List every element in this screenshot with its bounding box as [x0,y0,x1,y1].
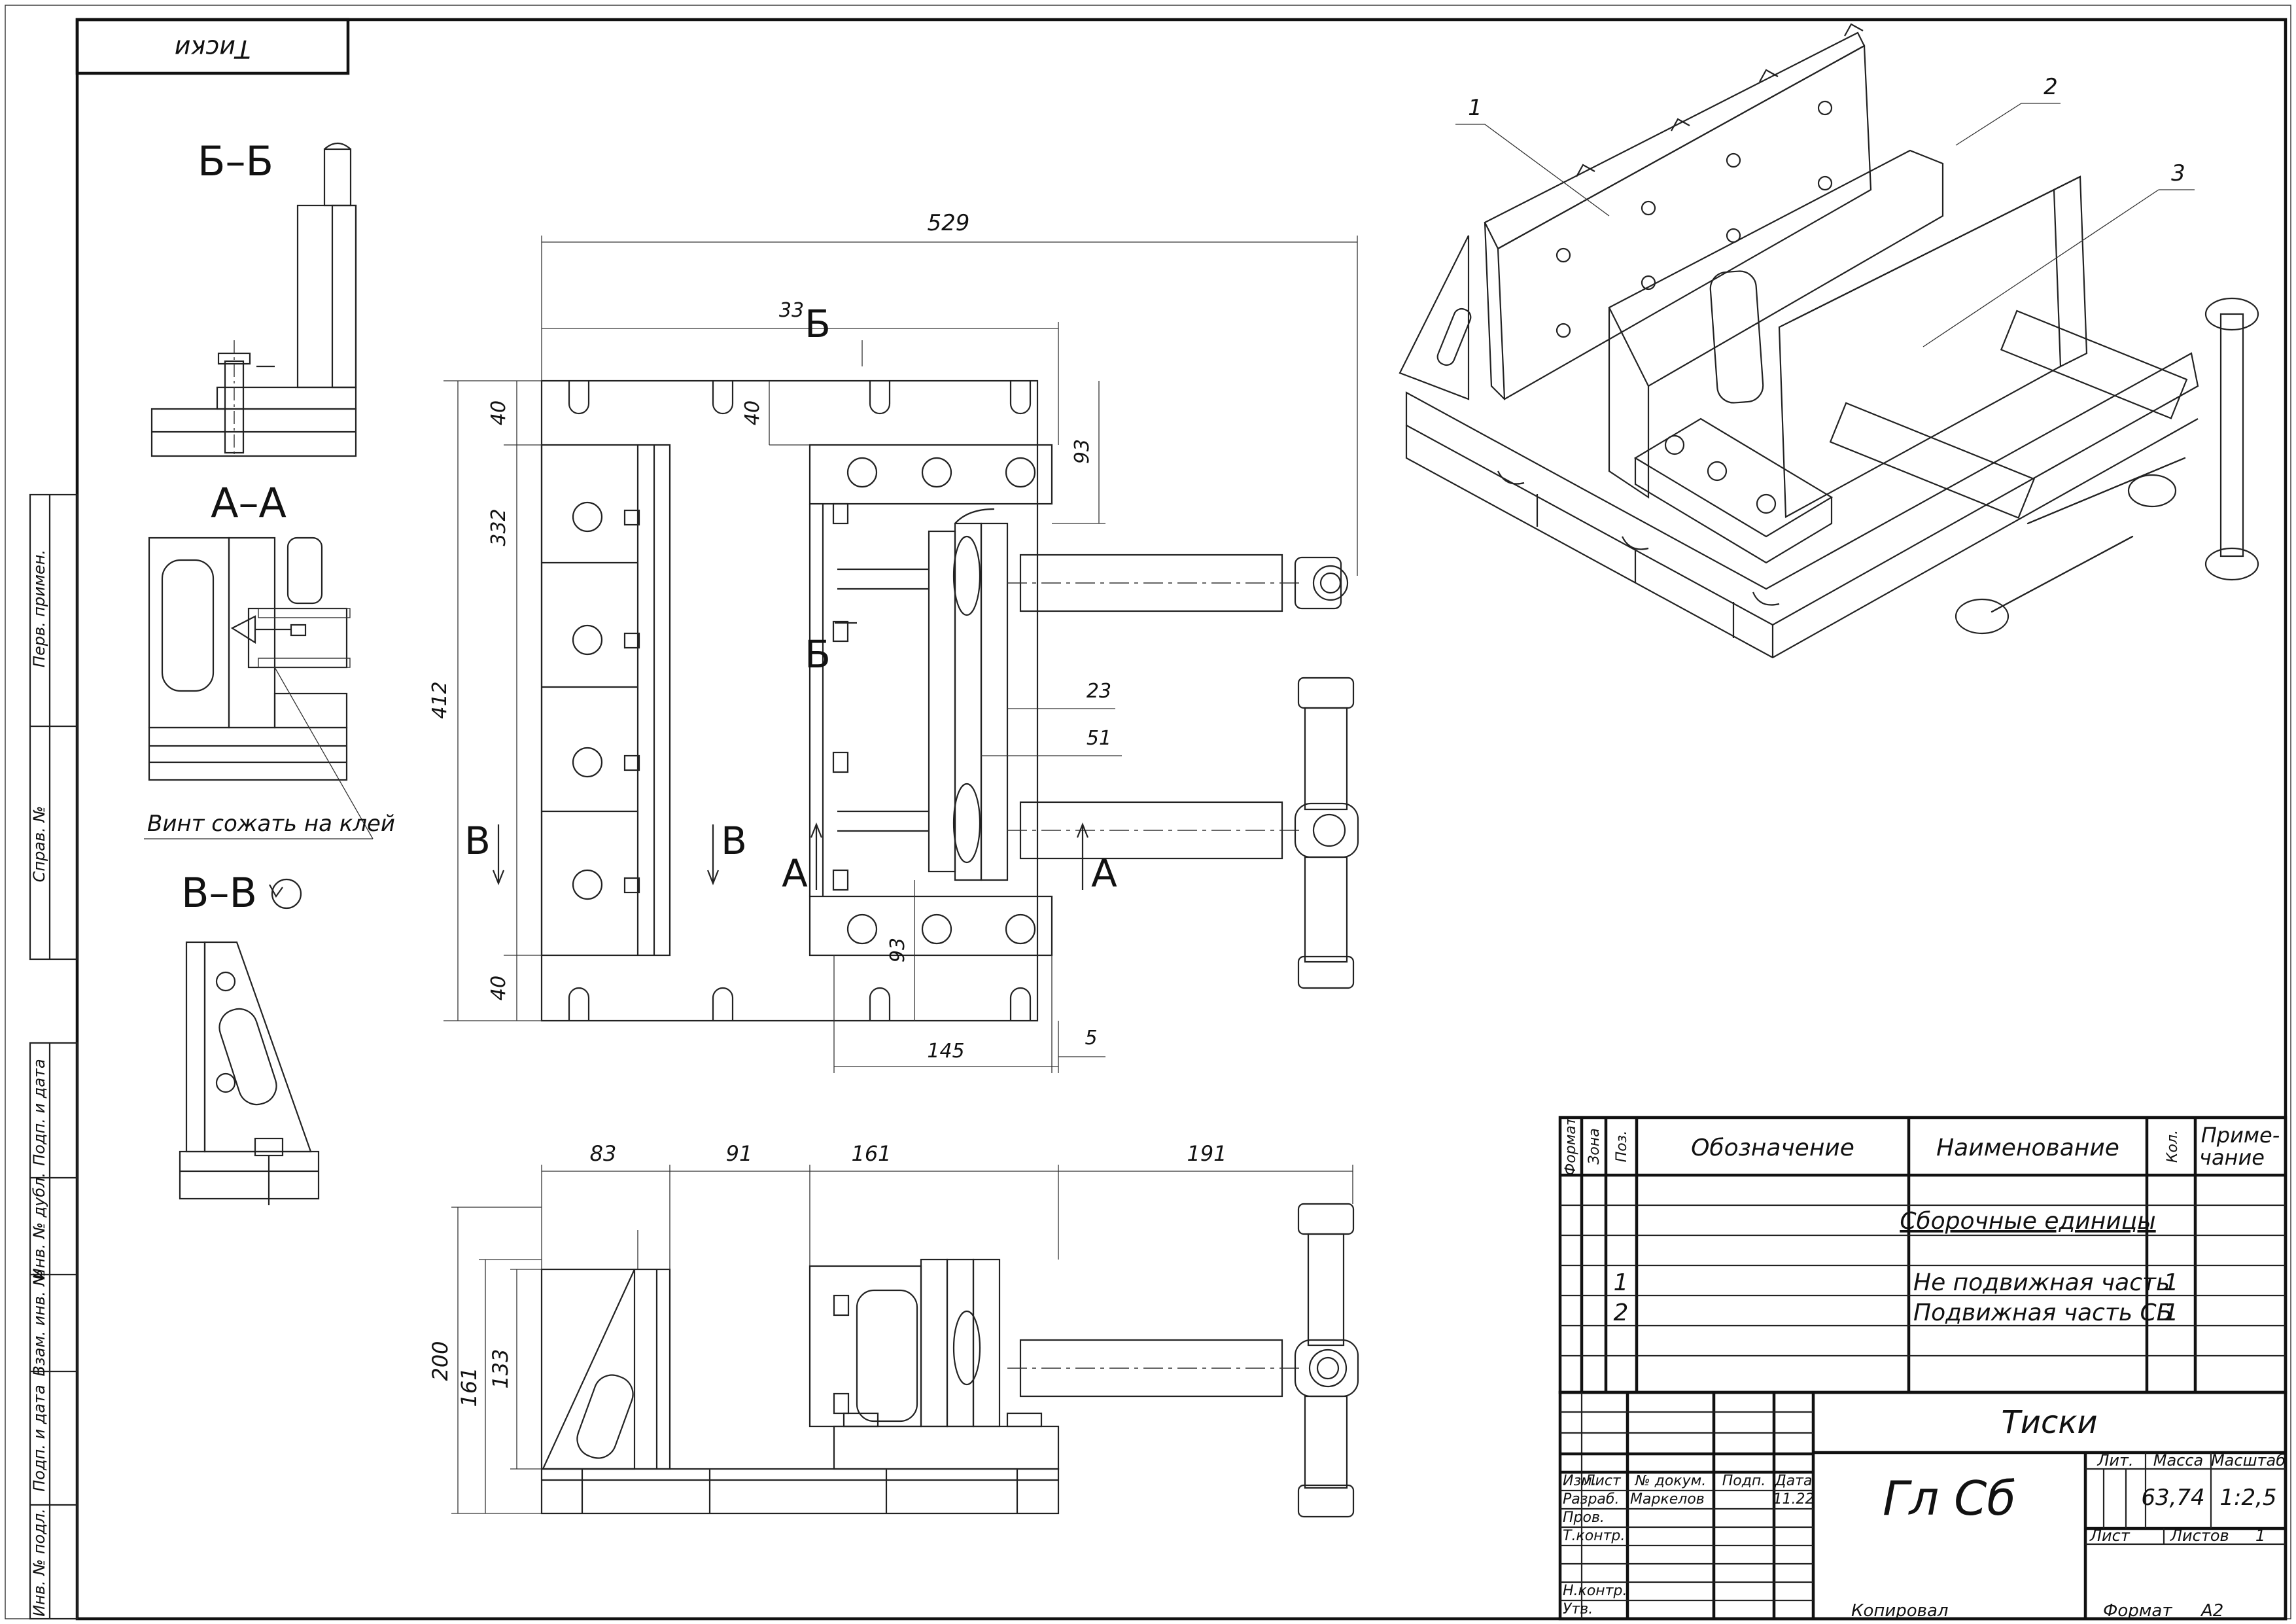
spec-row-2-qty: 1 [2164,1299,2179,1326]
spec-row-1-qty: 1 [2164,1269,2179,1296]
spec-header-format: Формат [1563,1116,1579,1175]
role-developer: Разраб. [1563,1491,1619,1508]
spec-row-2-name: Подвижная часть СБ [1913,1299,2172,1326]
spec-header-pos: Поз. [1614,1131,1630,1163]
position-3-label: 3 [2171,160,2185,186]
dim-40-top-left: 40 [487,400,510,425]
title-col-izm: Изм. [1563,1473,1597,1489]
marker-b-side: Б [805,632,831,677]
side-strip-label-6: Подп. и дата [30,1385,48,1492]
side-strip-label-1: Перв. примен. [30,550,48,667]
isometric-view [1399,23,2259,659]
dim-91: 91 [726,1141,753,1166]
side-strip-label-3: Подп. и дата [30,1059,48,1166]
section-vv-view [179,941,320,1205]
spec-header-qty: Кол. [2165,1130,2181,1163]
position-1-label: 1 [1468,95,1482,121]
spec-header-zone: Зона [1586,1128,1603,1164]
dim-93-top: 93 [1071,439,1094,464]
role-approver: Утв. [1563,1601,1593,1617]
spec-header-note-2: чание [2199,1145,2265,1170]
dim-33: 33 [779,299,804,322]
dim-5: 5 [1085,1027,1097,1050]
document-code: Гл Сб [1883,1471,2016,1526]
section-aa-title: А–А [211,479,287,527]
spec-row-1-name: Не подвижная часть [1913,1269,2170,1296]
sheets-label: Листов [2170,1527,2229,1545]
dim-40-top-mid: 40 [741,400,764,425]
spec-header-designation: Обозначение [1691,1135,1854,1161]
assembly-note: Винт сожать на клей [147,811,395,837]
dim-51: 51 [1087,727,1111,750]
title-col-sign: Подп. [1722,1473,1766,1489]
title-col-list: Лист [1584,1473,1622,1489]
section-vv-title: В–В [181,869,257,917]
dim-161-h: 161 [851,1141,891,1166]
section-aa-view [148,537,351,781]
developer-date: 11.22 [1773,1491,1815,1508]
marker-a-left: А [782,851,808,896]
dim-332: 332 [487,508,510,546]
mass-value: 63,74 [2141,1485,2204,1511]
note-leader [274,667,374,839]
role-checker: Пров. [1563,1509,1605,1526]
sheets-value: 1 [2255,1527,2265,1545]
section-bb-view [150,142,357,458]
side-strip-label-4: Инв. № дубл. [30,1173,48,1280]
dim-83: 83 [590,1141,617,1166]
plan-view [540,380,1359,1022]
title-col-doc: № докум. [1635,1473,1706,1489]
dim-23: 23 [1087,680,1111,703]
product-name: Тиски [2001,1404,2097,1441]
front-dimensions [451,1165,1353,1514]
spec-row-2-pos: 2 [1614,1299,1629,1326]
sheet-label: Лист [2089,1527,2131,1545]
side-strip-label-7: Инв. № подл. [30,1508,48,1617]
spec-row-1-pos: 1 [1614,1269,1629,1296]
footer-format-label: Формат [2103,1601,2172,1621]
footer-format-value: А2 [2200,1601,2223,1621]
mass-label: Масса [2153,1451,2204,1470]
dim-145: 145 [927,1040,964,1063]
marker-v-left: В [464,819,491,863]
footer-copied: Копировал [1851,1601,1949,1621]
dim-529: 529 [928,210,970,236]
position-2-label: 2 [2044,74,2058,100]
side-strip-label-2: Справ. № [30,806,48,883]
dim-133: 133 [488,1349,513,1388]
marker-a-right: А [1091,851,1117,896]
title-block [1558,1390,2287,1621]
corner-stamp: Тиски [175,35,251,63]
marker-b-top: Б [805,302,831,346]
section-bb-title: Б–Б [198,137,273,185]
role-tech-control: Т.контр. [1563,1528,1625,1544]
dim-40-bottom: 40 [487,976,510,1000]
plan-dimensions [444,236,1358,1073]
dim-191: 191 [1187,1141,1226,1166]
title-col-date: Дата [1775,1473,1813,1489]
dim-161-v: 161 [457,1367,481,1407]
lit-label: Лит. [2096,1451,2133,1470]
dim-93-bottom: 93 [886,938,909,962]
section-cut-markers [492,622,1089,890]
spec-section-title: Сборочные единицы [1900,1208,2155,1235]
position-leaders [1455,103,2195,347]
scale-label: Масштаб [2211,1451,2286,1470]
spec-header-name: Наименование [1936,1135,2119,1161]
developer-name: Маркелов [1630,1491,1705,1508]
side-strip [29,493,78,1620]
scale-value: 1:2,5 [2219,1485,2276,1511]
role-norm-control: Н.контр. [1563,1583,1627,1599]
dim-200: 200 [428,1341,453,1381]
spec-header-note-1: Приме- [2201,1123,2280,1148]
rotation-icon [269,878,302,909]
side-strip-label-5: Взам. инв. № [30,1270,48,1377]
dim-412: 412 [428,681,451,718]
marker-v-right: В [721,819,747,863]
front-view [540,1203,1359,1518]
